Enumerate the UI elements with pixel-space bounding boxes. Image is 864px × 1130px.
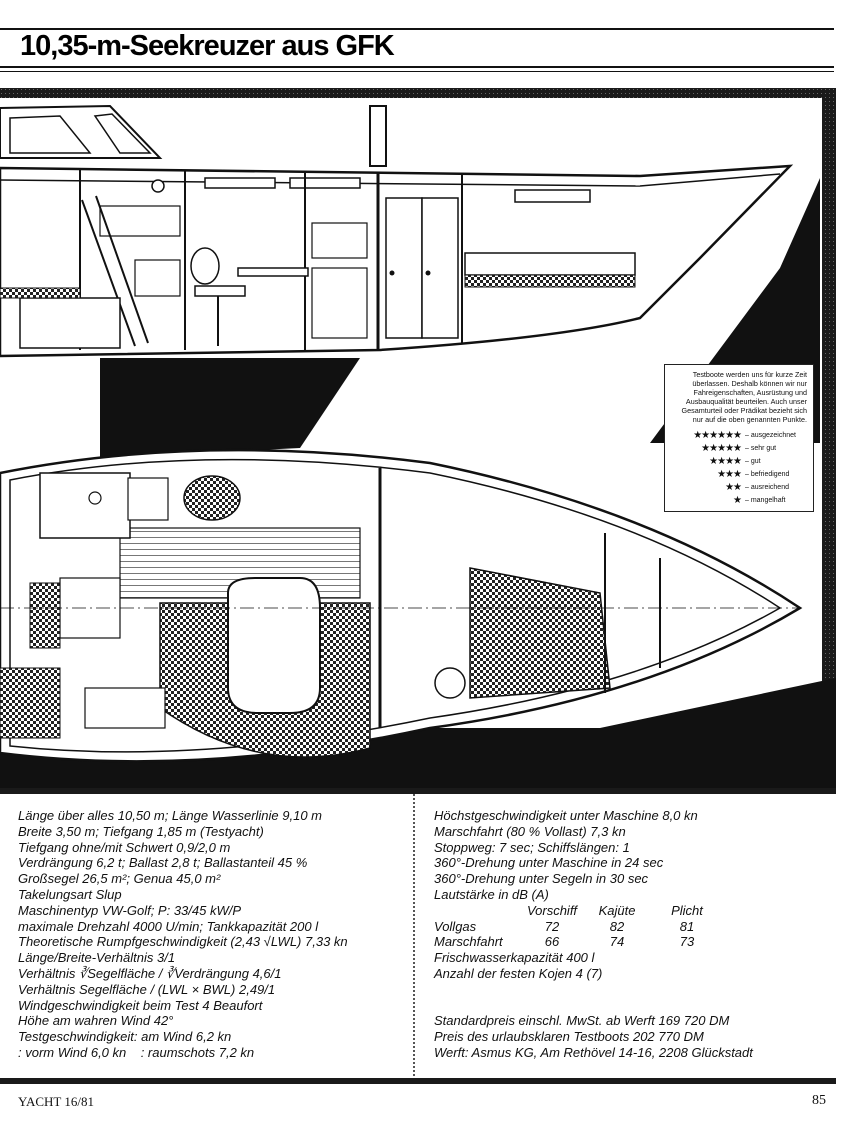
legend-note: Testboote werden uns für kurze Zeit über… bbox=[681, 370, 807, 424]
noise-header-cell: Kajüte bbox=[598, 902, 636, 918]
noise-header-cell: Vorschiff bbox=[526, 902, 578, 918]
spec-line: Großsegel 26,5 m²; Genua 45,0 m² bbox=[18, 871, 221, 887]
noise-cell: Marschfahrt bbox=[434, 934, 503, 950]
column-divider bbox=[413, 794, 415, 1076]
legend-label: – befriedigend bbox=[745, 471, 790, 478]
noise-table-header: Vorschiff Kajüte Plicht bbox=[434, 903, 824, 919]
spec-line: Anzahl der festen Kojen 4 (7) bbox=[434, 965, 603, 981]
noise-table-row: Marschfahrt 66 74 73 bbox=[434, 934, 824, 950]
magazine-issue: YACHT 16/81 bbox=[18, 1094, 94, 1109]
noise-header-cell bbox=[434, 903, 522, 919]
page-title: 10,35-m-Seekreuzer aus GFK bbox=[20, 30, 395, 62]
spec-line: Lautstärke in dB (A) bbox=[434, 886, 549, 902]
spec-line: Standardpreis einschl. MwSt. ab Werft 16… bbox=[434, 1013, 730, 1029]
spec-line: Tiefgang ohne/mit Schwert 0,9/2,0 m bbox=[18, 839, 231, 855]
spec-line: Theoretische Rumpfgeschwindigkeit (2,43 … bbox=[18, 934, 348, 950]
legend-label: – mangelhaft bbox=[745, 497, 786, 504]
title-rule-thin bbox=[0, 71, 834, 72]
star-icon: ★★★★★★ bbox=[693, 430, 742, 441]
noise-cell: 66 bbox=[544, 934, 560, 950]
spec-line: Marschfahrt (80 % Vollast) 7,3 kn bbox=[434, 823, 626, 839]
star-icon: ★★★★★ bbox=[701, 443, 742, 454]
legend-row: ★★ – ausreichend bbox=[671, 481, 807, 494]
spec-line: : vorm Wind 6,0 kn : raumschots 7,2 kn bbox=[18, 1044, 255, 1060]
legend-row: ★★★★★★ – ausgezeichnet bbox=[671, 429, 807, 442]
noise-cell: 73 bbox=[679, 934, 695, 950]
background-dark-bottom bbox=[0, 678, 836, 788]
spec-line: Verdrängung 6,2 t; Ballast 2,8 t; Ballas… bbox=[18, 855, 308, 871]
rating-legend: Testboote werden uns für kurze Zeit über… bbox=[664, 364, 814, 512]
spec-line: Windgeschwindigkeit beim Test 4 Beaufort bbox=[18, 997, 263, 1013]
spec-line: Takelungsart Slup bbox=[18, 886, 122, 902]
noise-cell: 72 bbox=[544, 918, 560, 934]
noise-cell: Vollgas bbox=[434, 918, 477, 934]
noise-cell: 81 bbox=[679, 918, 695, 934]
title-top-rule bbox=[0, 28, 834, 30]
spec-line: Verhältnis Segelfläche / (LWL × BWL) 2,4… bbox=[18, 981, 276, 997]
side-profile bbox=[0, 104, 794, 358]
spec-line: Breite 3,50 m; Tiefgang 1,85 m (Testyach… bbox=[18, 823, 264, 839]
legend-row: ★ – mangelhaft bbox=[671, 494, 807, 507]
spec-line: Stoppweg: 7 sec; Schiffslängen: 1 bbox=[434, 839, 630, 855]
legend-label: – ausgezeichnet bbox=[745, 432, 796, 439]
legend-label: – sehr gut bbox=[745, 445, 777, 452]
star-icon: ★★ bbox=[725, 482, 742, 493]
star-icon: ★★★★ bbox=[709, 456, 742, 467]
spec-line: 360°-Drehung unter Segeln in 30 sec bbox=[434, 871, 649, 887]
frame-right bbox=[822, 88, 836, 788]
specs-left-column: Länge über alles 10,50 m; Länge Wasserli… bbox=[18, 808, 408, 1061]
legend-label: – ausreichend bbox=[745, 484, 789, 491]
spec-line: Werft: Asmus KG, Am Rethövel 14-16, 2208… bbox=[434, 1044, 753, 1060]
background-dark-left bbox=[100, 358, 360, 458]
spec-line: 360°-Drehung unter Maschine in 24 sec bbox=[434, 855, 664, 871]
legend-row: ★★★★★ – sehr gut bbox=[671, 442, 807, 455]
star-icon: ★★★ bbox=[717, 469, 742, 480]
specifications-panel: Länge über alles 10,50 m; Länge Wasserli… bbox=[0, 788, 836, 1084]
spec-line: Höchstgeschwindigkeit unter Maschine 8,0… bbox=[434, 808, 698, 823]
spec-line: maximale Drehzahl 4000 U/min; Tankkapazi… bbox=[18, 918, 319, 934]
spec-line: Testgeschwindigkeit: am Wind 6,2 kn bbox=[18, 1029, 232, 1045]
page-number: 85 bbox=[812, 1093, 826, 1108]
star-icon: ★ bbox=[733, 495, 742, 506]
title-rule bbox=[0, 66, 834, 68]
spec-line: Länge über alles 10,50 m; Länge Wasserli… bbox=[18, 808, 323, 823]
spacer bbox=[434, 998, 824, 1014]
spec-line: Höhe am wahren Wind 42° bbox=[18, 1013, 174, 1029]
plan-view bbox=[0, 448, 803, 763]
legend-label: – gut bbox=[745, 458, 761, 465]
spacer bbox=[434, 982, 824, 998]
spec-line: Preis des urlaubsklaren Testboots 202 77… bbox=[434, 1029, 704, 1045]
noise-cell: 74 bbox=[609, 934, 625, 950]
spec-line: Verhältnis ∛Segelfläche / ∛Verdrängung 4… bbox=[18, 965, 282, 981]
spec-line: Frischwasserkapazität 400 l bbox=[434, 950, 595, 966]
noise-header-cell: Plicht bbox=[671, 902, 703, 918]
legend-row: ★★★★ – gut bbox=[671, 455, 807, 468]
noise-table-row: Vollgas 72 82 81 bbox=[434, 919, 824, 935]
spec-line: Länge/Breite-Verhältnis 3/1 bbox=[18, 950, 176, 966]
background-dark-right bbox=[650, 98, 820, 443]
specs-right-column: Höchstgeschwindigkeit unter Maschine 8,0… bbox=[434, 808, 824, 1061]
yacht-drawing: Testboote werden uns für kurze Zeit über… bbox=[0, 88, 836, 788]
yacht-drawing-svg bbox=[0, 88, 836, 788]
spec-line: Maschinentyp VW-Golf; P: 33/45 kW/P bbox=[18, 902, 242, 918]
noise-cell: 82 bbox=[609, 918, 625, 934]
frame-top bbox=[0, 88, 836, 98]
legend-row: ★★★ – befriedigend bbox=[671, 468, 807, 481]
